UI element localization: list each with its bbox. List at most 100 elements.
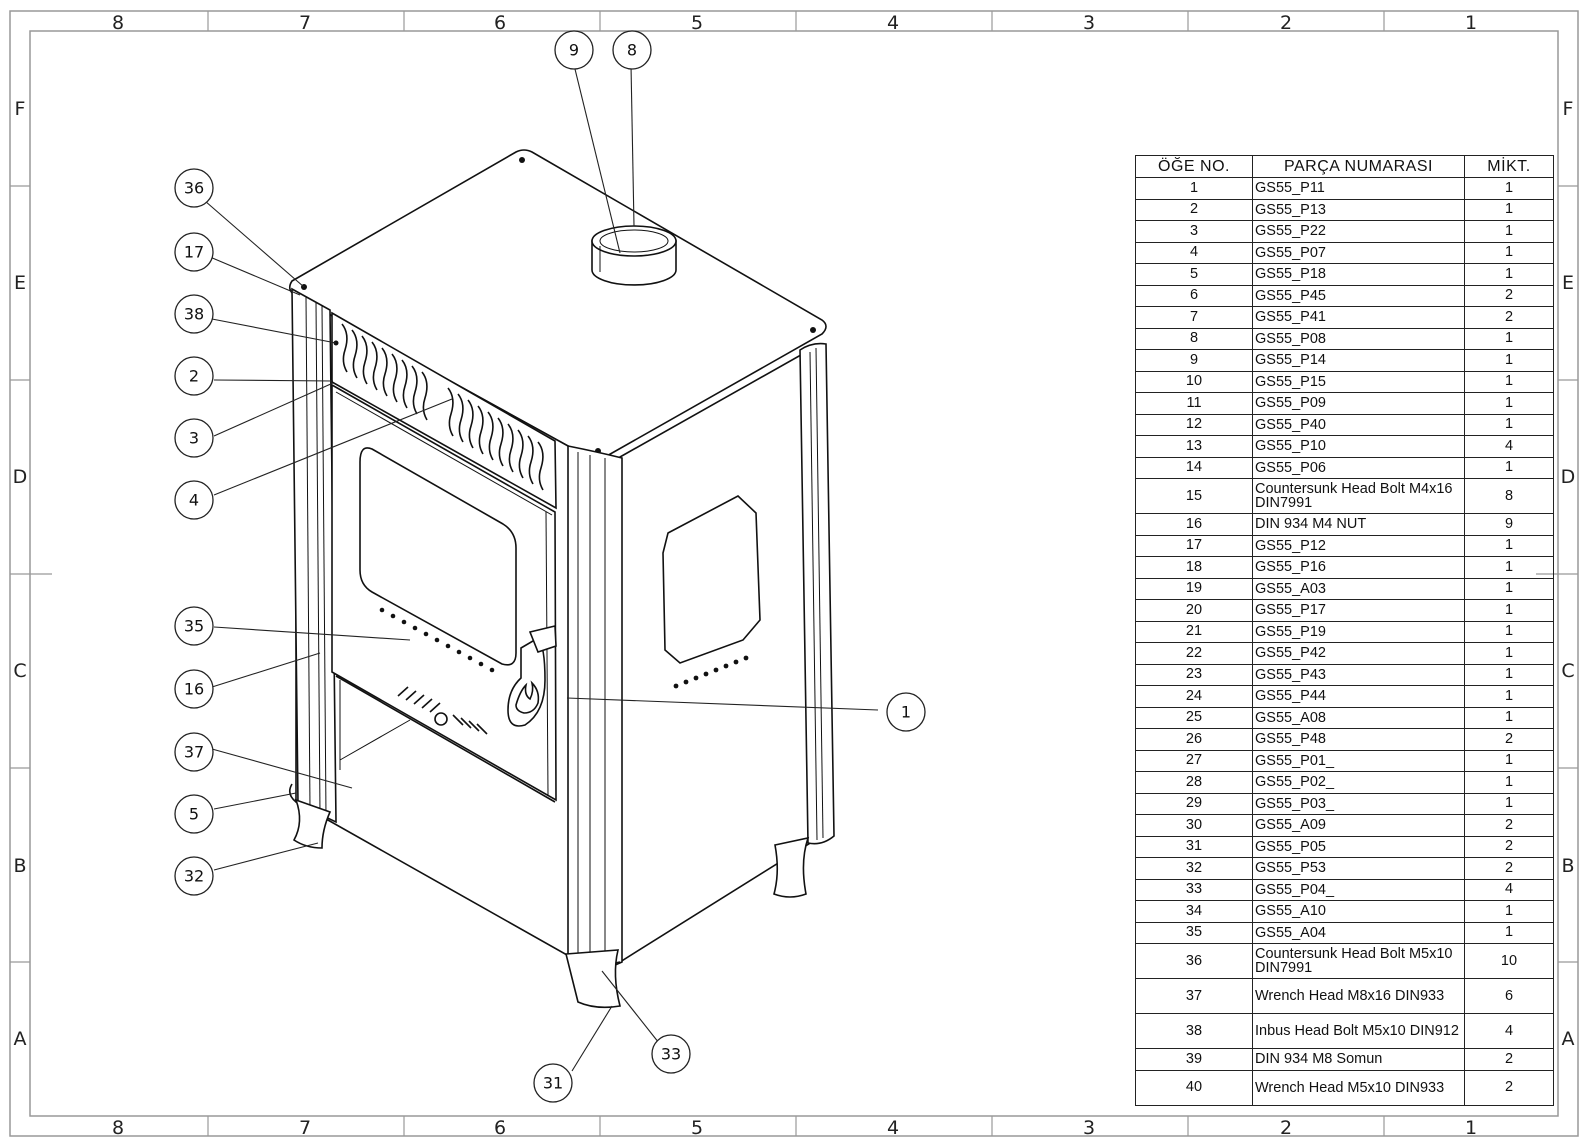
bom-quantity: 1	[1464, 177, 1554, 200]
bom-part-number: GS55_A04	[1252, 921, 1465, 944]
bom-item-no: 19	[1135, 577, 1253, 600]
balloon-17: 17	[174, 232, 214, 272]
bom-item-no: 16	[1135, 513, 1253, 536]
bom-quantity: 1	[1464, 792, 1554, 815]
bom-quantity: 2	[1464, 835, 1554, 858]
bom-part-number-text: GS55_P45	[1255, 287, 1326, 304]
bom-part-number-text: GS55_P01_	[1255, 752, 1335, 769]
bom-part-number: GS55_P40	[1252, 413, 1465, 436]
bom-item-no: 32	[1135, 857, 1253, 880]
bom-part-number-text: Countersunk Head Bolt M4x16 DIN7991	[1255, 481, 1453, 511]
svg-text:16: 16	[184, 680, 204, 699]
bom-part-number: Wrench Head M8x16 DIN933	[1252, 978, 1465, 1014]
lower-panel-top-edge	[335, 675, 556, 803]
svg-text:17: 17	[184, 243, 204, 262]
bom-quantity: 4	[1464, 435, 1554, 458]
zone-row-right-D: D	[1561, 466, 1576, 488]
bom-part-number: GS55_P22	[1252, 220, 1465, 243]
svg-text:33: 33	[661, 1045, 681, 1064]
bom-quantity: 2	[1464, 306, 1554, 329]
bom-quantity: 1	[1464, 198, 1554, 221]
bom-part-number: GS55_P14	[1252, 349, 1465, 372]
bom-part-number: GS55_P09	[1252, 392, 1465, 415]
bom-quantity: 1	[1464, 392, 1554, 415]
bom-part-number: DIN 934 M4 NUT	[1252, 513, 1465, 536]
bom-item-no: 14	[1135, 456, 1253, 479]
bom-item-no: 34	[1135, 900, 1253, 923]
bom-part-number-text: Countersunk Head Bolt M5x10 DIN7991	[1255, 946, 1453, 976]
bom-part-number: GS55_P06	[1252, 456, 1465, 479]
balloon-16: 16	[174, 669, 214, 709]
bom-item-no: 20	[1135, 599, 1253, 622]
bom-quantity: 1	[1464, 413, 1554, 436]
bom-part-number: Countersunk Head Bolt M4x16 DIN7991	[1252, 478, 1465, 514]
zone-col-top-8: 8	[112, 12, 124, 34]
balloon-32: 32	[174, 856, 214, 896]
zone-col-bottom-8: 8	[112, 1117, 124, 1139]
bom-part-number: GS55_P19	[1252, 620, 1465, 643]
leg-front-right	[564, 949, 621, 1009]
bom-part-number-text: DIN 934 M4 NUT	[1255, 516, 1367, 533]
bom-quantity: 4	[1464, 1013, 1554, 1049]
bom-quantity: 9	[1464, 513, 1554, 536]
balloon-38: 38	[174, 294, 214, 334]
bom-part-number-text: GS55_A04	[1255, 924, 1326, 941]
svg-text:32: 32	[184, 867, 204, 886]
bom-quantity: 1	[1464, 749, 1554, 772]
bom-part-number: GS55_P13	[1252, 198, 1465, 221]
bom-part-number-text: GS55_P03_	[1255, 795, 1335, 812]
bom-item-no: 33	[1135, 878, 1253, 901]
bom-part-number-text: GS55_P42	[1255, 645, 1326, 662]
bom-quantity: 1	[1464, 706, 1554, 729]
bom-part-number-text: Inbus Head Bolt M5x10 DIN912	[1255, 1023, 1459, 1039]
zone-row-right-C: C	[1561, 660, 1574, 682]
left-front-column	[291, 287, 337, 824]
bom-part-number-text: GS55_P04_	[1255, 881, 1335, 898]
bom-part-number-text: GS55_P18	[1255, 266, 1326, 283]
zone-col-bottom-5: 5	[691, 1117, 703, 1139]
door-handle	[507, 636, 546, 727]
bom-item-no: 37	[1135, 978, 1253, 1014]
bom-part-number-text: GS55_P16	[1255, 559, 1326, 576]
bom-item-no: 36	[1135, 943, 1253, 979]
svg-text:2: 2	[189, 367, 199, 386]
bom-part-number-text: GS55_P10	[1255, 438, 1326, 455]
bom-part-number-text: GS55_P08	[1255, 330, 1326, 347]
svg-text:9: 9	[569, 41, 579, 60]
bom-part-number-text: GS55_A08	[1255, 709, 1326, 726]
bom-quantity: 2	[1464, 1069, 1554, 1106]
bom-quantity: 2	[1464, 857, 1554, 880]
bom-item-no: 40	[1135, 1069, 1253, 1106]
bom-item-no: 12	[1135, 413, 1253, 436]
bom-part-number: GS55_P48	[1252, 728, 1465, 751]
bom-part-number-text: GS55_P09	[1255, 395, 1326, 412]
zone-col-bottom-6: 6	[494, 1117, 506, 1139]
bom-part-number: GS55_A09	[1252, 814, 1465, 837]
leg-back-right	[773, 836, 810, 898]
bom-part-number: GS55_P04_	[1252, 878, 1465, 901]
bom-item-no: 15	[1135, 478, 1253, 514]
right-back-column	[799, 342, 835, 845]
zone-row-right-E: E	[1562, 272, 1574, 294]
bom-quantity: 1	[1464, 771, 1554, 794]
zone-row-left-A: A	[14, 1028, 27, 1050]
svg-text:4: 4	[189, 491, 199, 510]
bom-part-number: GS55_P05	[1252, 835, 1465, 858]
bom-part-number: GS55_P01_	[1252, 749, 1465, 772]
zone-row-right-B: B	[1561, 855, 1574, 877]
leader-lines	[204, 64, 879, 1072]
